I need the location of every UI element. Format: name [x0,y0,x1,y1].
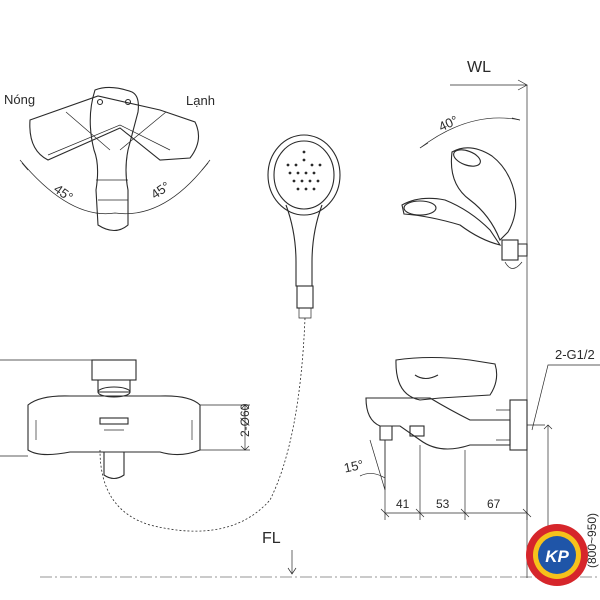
dimension-53: 53 [436,497,450,511]
top-view-handle [19,86,211,232]
spout-angle-label: 15° [343,457,365,476]
logo-text: KP [545,547,569,566]
dimension-41: 41 [396,497,410,511]
connection-thread-label: 2-G1/2 [555,347,595,362]
side-view [359,117,600,577]
front-view-body [0,359,250,480]
height-range-label: (800~950) [585,513,599,568]
cold-label: Lạnh [186,93,215,108]
inlet-diameter-label: 2-Ø60 [238,403,252,437]
angle-left-label: 45° [51,181,76,205]
dimension-67: 67 [487,497,501,511]
shower-hose [99,317,306,532]
hot-label: Nóng [4,92,35,107]
wall-level-label: WL [467,59,491,76]
kp-logo: KP [526,524,588,586]
hand-shower [267,134,341,319]
angle-right-label: 45° [148,178,173,202]
floor-level-label: FL [262,530,281,547]
tilt-angle-label: 40° [436,112,460,134]
